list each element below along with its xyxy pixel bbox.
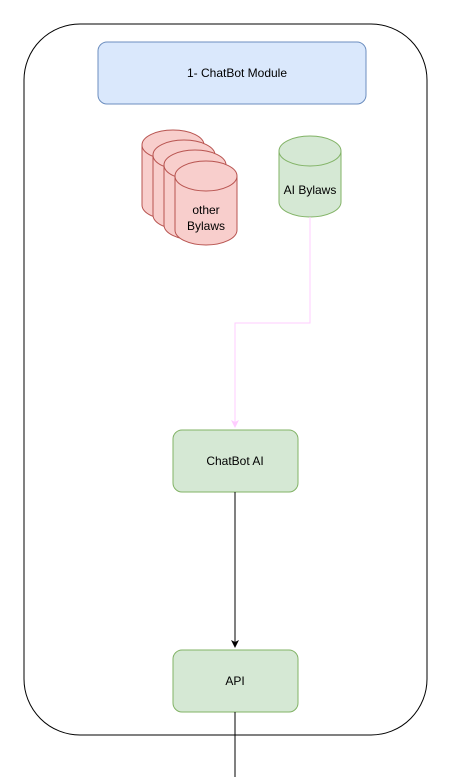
api-label: API [225,674,244,688]
other-bylaws-label-line2: Bylaws [187,219,225,233]
ai-bylaws-to-chatbot-connector [231,217,311,428]
chatbot-ai-label: ChatBot AI [206,454,263,468]
module-header: 1- ChatBot Module [97,41,367,105]
api-node: API [172,649,299,713]
other-bylaws-cylinder-4 [174,160,238,246]
chatbot-ai-node: ChatBot AI [172,429,299,493]
ai-bylaws-cylinder: AI Bylaws [278,135,342,218]
module-header-box [97,41,367,105]
module-title: 1- ChatBot Module [187,66,287,80]
other-bylaws-stack: other Bylaws [141,129,238,246]
other-bylaws-label-line1: other [192,203,219,217]
module-container [23,23,428,736]
ai-bylaws-label: AI Bylaws [284,183,337,197]
